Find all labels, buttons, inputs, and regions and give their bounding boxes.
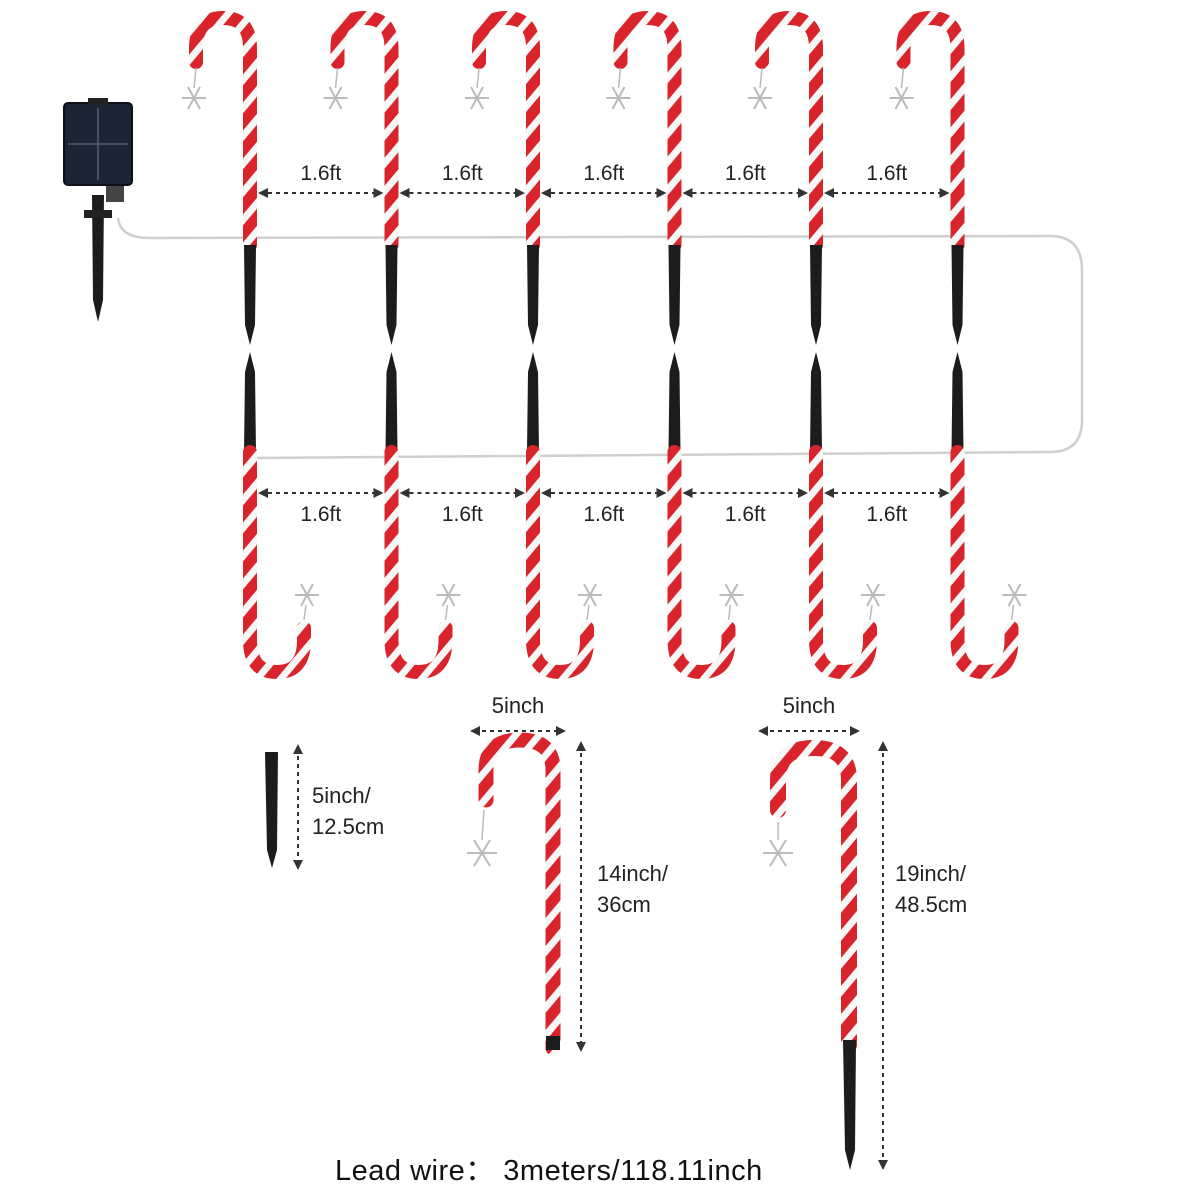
ground-stake-icon: [265, 752, 278, 868]
snowflake-icon: [763, 839, 793, 867]
bottom-spacing-label: 1.6ft: [583, 503, 624, 526]
top-spacing-dimensions: 1.6ft 1.6ft 1.6ft 1.6ft 1.6ft: [258, 162, 950, 198]
top-spacing-4: 1.6ft: [682, 162, 808, 198]
large-cane-height-line1: 19inch/: [895, 861, 967, 886]
top-spacing-label: 1.6ft: [583, 162, 624, 185]
ground-stake-icon: [244, 352, 256, 452]
ground-stake-icon: [951, 245, 964, 345]
top-spacing-label: 1.6ft: [725, 162, 766, 185]
snowflake-icon: [323, 86, 348, 110]
bottom-cane-6: [950, 352, 1027, 680]
bottom-spacing-1: 1.6ft: [258, 488, 384, 526]
large-cane-detail: 5inch 19inch/ 48.5cm: [758, 693, 967, 1170]
stake-height-label-line1: 5inch/: [312, 783, 372, 808]
top-spacing-label: 1.6ft: [442, 162, 483, 185]
ground-stake-icon: [385, 352, 398, 452]
ground-stake-icon: [668, 352, 681, 452]
large-cane-width-label: 5inch: [783, 693, 836, 718]
snowflake-icon: [1002, 583, 1027, 607]
top-spacing-1: 1.6ft: [258, 162, 384, 198]
top-spacing-label: 1.6ft: [866, 162, 907, 185]
bottom-spacing-label: 1.6ft: [866, 503, 907, 526]
ground-stake-icon: [951, 352, 964, 452]
top-cane-5: [748, 10, 823, 345]
ground-stake-icon: [843, 1040, 856, 1170]
bottom-cane-4: [667, 352, 744, 680]
snowflake-icon: [436, 583, 461, 607]
bottom-spacing-2: 1.6ft: [399, 488, 525, 526]
small-cane: [478, 732, 561, 1056]
string-wire: [116, 217, 1084, 460]
bottom-spacing-label: 1.6ft: [725, 503, 766, 526]
top-spacing-label: 1.6ft: [300, 162, 341, 185]
top-cane-1: [182, 10, 257, 345]
bottom-spacing-label: 1.6ft: [442, 503, 483, 526]
small-cane-detail: 5inch 14inch/ 36cm: [467, 693, 669, 1056]
ground-stake-icon: [244, 245, 256, 345]
top-cane-6: [889, 10, 965, 345]
stake-height-label-line2: 12.5cm: [312, 814, 384, 839]
snowflake-icon: [889, 86, 914, 110]
solar-panel-icon: [63, 98, 133, 322]
bottom-cane-2: [384, 352, 461, 680]
top-spacing-3: 1.6ft: [541, 162, 667, 198]
snowflake-icon: [719, 583, 744, 607]
ground-stake-icon: [810, 352, 822, 452]
top-cane-4: [606, 10, 682, 345]
top-spacing-5: 1.6ft: [824, 162, 950, 198]
small-cane-height-line1: 14inch/: [597, 861, 669, 886]
bottom-spacing-4: 1.6ft: [682, 488, 808, 526]
ground-stake-icon: [668, 245, 681, 345]
snowflake-icon: [467, 839, 497, 867]
snowflake-icon: [748, 86, 772, 110]
loose-stake: 5inch/ 12.5cm: [265, 744, 384, 870]
bottom-cane-3: [526, 352, 602, 680]
bottom-spacing-5: 1.6ft: [824, 488, 950, 526]
top-cane-3: [465, 10, 540, 345]
snowflake-icon: [182, 86, 206, 110]
bottom-spacing-3: 1.6ft: [541, 488, 667, 526]
small-cane-height-line2: 36cm: [597, 892, 651, 917]
ground-stake-icon: [527, 352, 539, 452]
large-cane: [770, 739, 857, 1053]
bottom-spacing-dimensions: 1.6ft 1.6ft 1.6ft 1.6ft 1.6ft: [258, 488, 950, 526]
ground-stake-icon: [385, 245, 398, 345]
small-cane-width-label: 5inch: [492, 693, 545, 718]
snowflake-icon: [295, 583, 319, 607]
bottom-cane-5: [809, 352, 885, 680]
lead-wire-label: Lead wire： 3meters/118.11inch: [335, 1155, 763, 1187]
top-spacing-2: 1.6ft: [399, 162, 525, 198]
bottom-spacing-label: 1.6ft: [300, 503, 341, 526]
snowflake-icon: [606, 86, 631, 110]
bottom-cane-1: [243, 352, 319, 680]
large-cane-height-line2: 48.5cm: [895, 892, 967, 917]
bottom-cane-row: [243, 352, 1027, 680]
top-cane-row: [182, 10, 965, 345]
top-cane-2: [323, 10, 399, 345]
snowflake-icon: [465, 86, 489, 110]
snowflake-icon: [861, 583, 885, 607]
ground-stake-icon: [527, 245, 539, 345]
snowflake-icon: [578, 583, 602, 607]
ground-stake-icon: [810, 245, 822, 345]
